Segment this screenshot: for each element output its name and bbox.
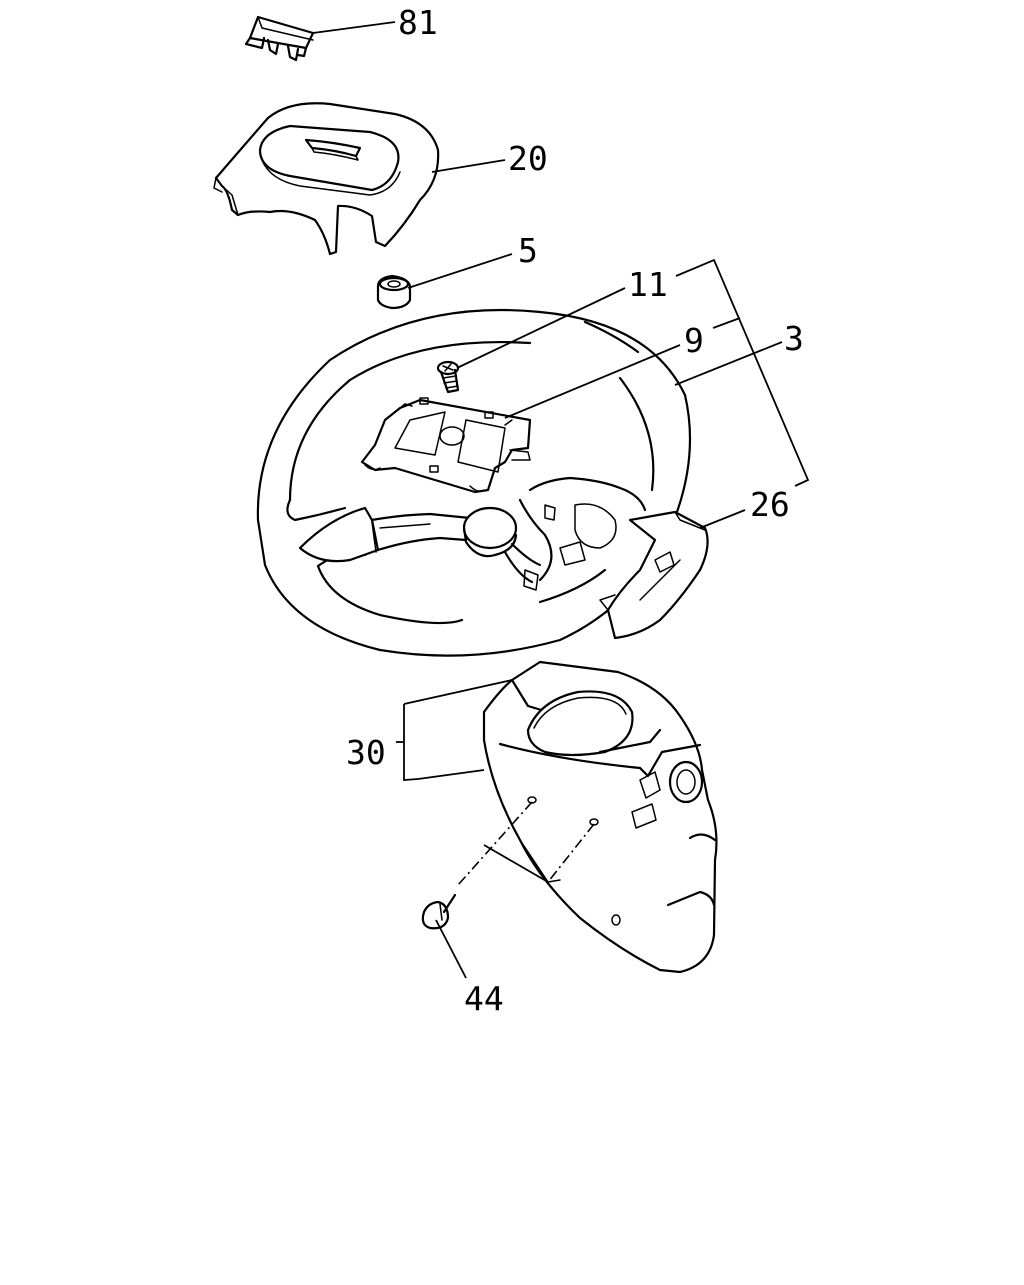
part-9-horn-plate: [360, 397, 532, 494]
part-81-clip: [244, 15, 315, 62]
callout-44: 44: [464, 979, 504, 1018]
part-30-column-shroud: [482, 660, 718, 974]
callout-20: 20: [508, 139, 548, 178]
part-11-bolt: [436, 360, 460, 394]
part-5-nut: [376, 274, 412, 310]
callout-3: 3: [784, 319, 804, 358]
install-line-left: [457, 801, 533, 886]
callout-5: 5: [518, 231, 538, 270]
part-3-steering-wheel: [256, 308, 692, 657]
part-20-horn-cover: [213, 102, 440, 256]
install-line-right: [547, 823, 595, 883]
callout-30: 30: [346, 733, 386, 772]
callout-11: 11: [628, 265, 668, 304]
callout-81: 81: [398, 3, 438, 42]
part-26-lower-cover: [599, 510, 709, 640]
part-44-screw: [421, 893, 457, 930]
callout-26: 26: [750, 485, 790, 524]
leader-lines: [312, 21, 810, 979]
callout-9: 9: [684, 321, 704, 360]
